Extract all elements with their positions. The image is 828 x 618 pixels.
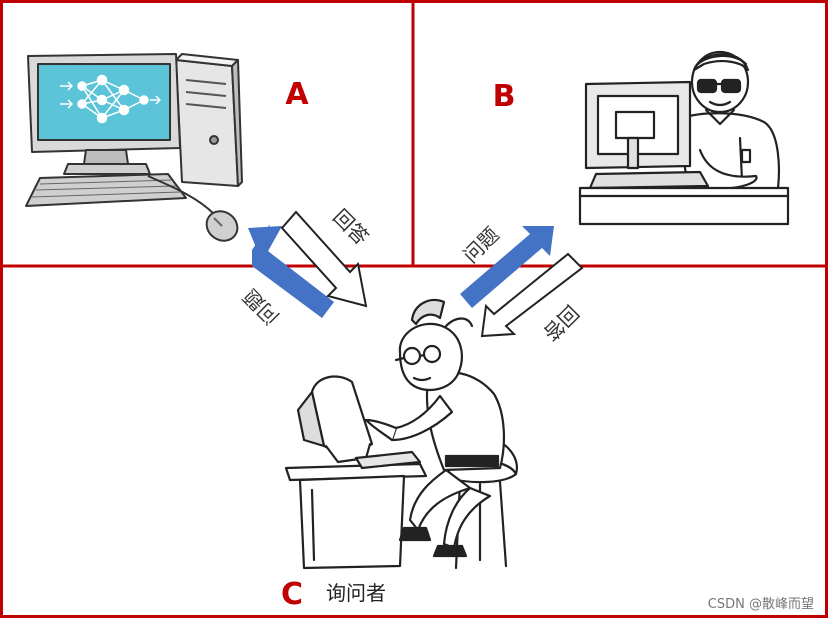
arrow-b-answer: [480, 252, 584, 338]
label-b-question: 问题: [458, 222, 503, 267]
interrogator-icon: [284, 298, 518, 570]
watermark-text: CSDN @散峰而望: [708, 596, 814, 612]
label-c-name: 询问者: [326, 581, 386, 605]
label-a: A: [285, 77, 309, 112]
label-b: B: [493, 79, 516, 114]
arrow-a-answer: [280, 210, 368, 308]
arrow-a-question: [248, 224, 334, 318]
label-a-answer: 回答: [328, 204, 373, 249]
computer-icon: [25, 53, 243, 242]
label-c: C: [281, 577, 303, 612]
arrow-b-question: [460, 226, 554, 308]
label-a-question: 问题: [238, 284, 283, 329]
human-at-computer-icon: [578, 50, 790, 226]
neural-network-icon: [60, 74, 161, 124]
label-b-answer: 回答: [538, 300, 583, 345]
